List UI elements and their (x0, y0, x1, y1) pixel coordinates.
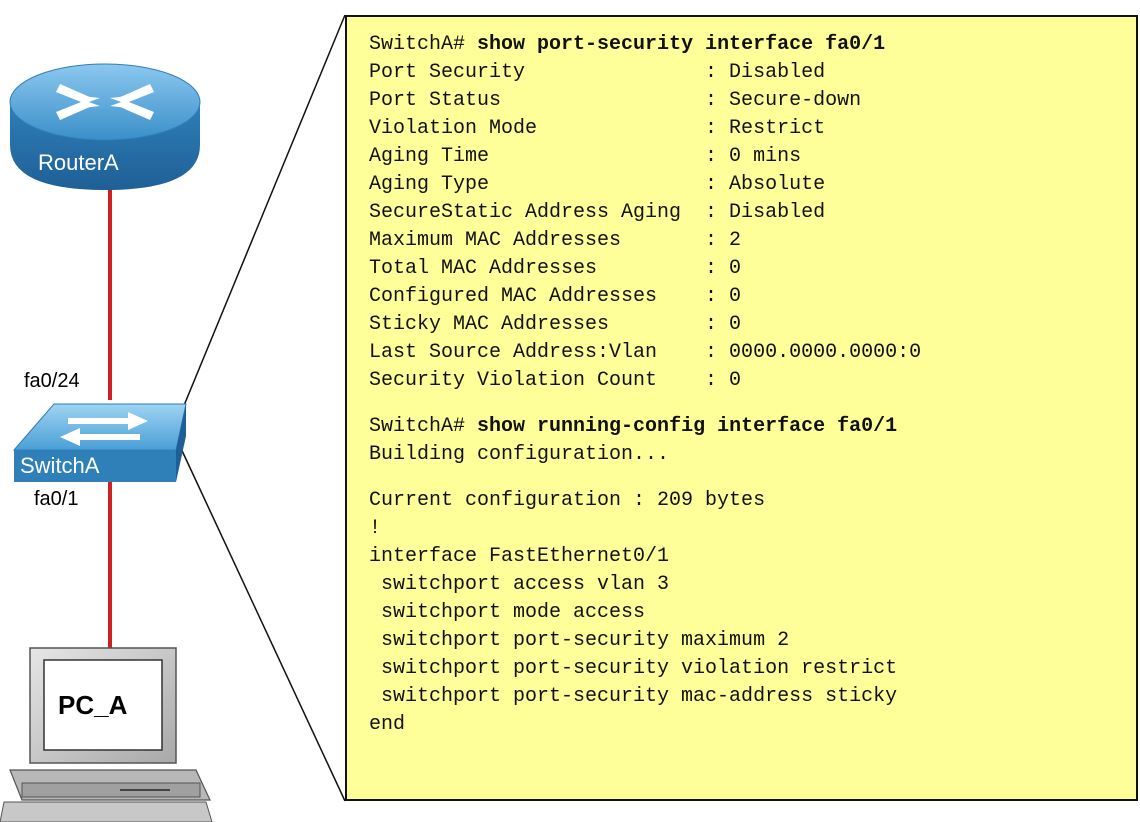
config-line: ! (369, 517, 382, 540)
port-security-output-line: Violation Mode : Restrict (369, 117, 826, 140)
port-security-output-line: Maximum MAC Addresses : 2 (369, 229, 742, 252)
current-config-line: Current configuration : 209 bytes (369, 489, 766, 512)
port-security-output-line: Security Violation Count : 0 (369, 369, 742, 392)
port-security-output-line: Total MAC Addresses : 0 (369, 257, 742, 280)
port-security-output-line: Sticky MAC Addresses : 0 (369, 313, 742, 336)
port-security-output-line: Aging Type : Absolute (369, 173, 826, 196)
switch-icon[interactable] (12, 403, 187, 482)
command-line-running-config: SwitchA# show running-config interface f… (369, 413, 1126, 441)
terminal-output-panel: SwitchA# show port-security interface fa… (345, 15, 1138, 801)
config-line: switchport access vlan 3 (369, 573, 670, 596)
config-line: switchport port-security maximum 2 (369, 629, 790, 652)
command-text: show running-config interface fa0/1 (477, 415, 898, 438)
config-line: interface FastEthernet0/1 (369, 545, 670, 568)
pc-icon[interactable] (0, 647, 213, 822)
switch-port-down-label: fa0/1 (34, 488, 79, 510)
switch-port-up-label: fa0/24 (24, 370, 80, 392)
callout-line-bottom (177, 441, 346, 802)
config-line: switchport mode access (369, 601, 646, 624)
router-icon[interactable] (9, 63, 201, 190)
callout-line-top (177, 14, 346, 421)
router-label: RouterA (38, 150, 119, 175)
terminal-text: SwitchA# show port-security interface fa… (369, 31, 1126, 739)
command-text: show port-security interface fa0/1 (477, 33, 886, 56)
pc-label: PC_A (58, 690, 128, 720)
port-security-output-line: Port Security : Disabled (369, 61, 826, 84)
config-line: switchport port-security violation restr… (369, 657, 898, 680)
port-security-output-line: Port Status : Secure-down (369, 89, 862, 112)
command-line-port-security: SwitchA# show port-security interface fa… (369, 31, 1126, 59)
prompt: SwitchA# (369, 415, 478, 438)
config-line: end (369, 713, 406, 736)
switch-label: SwitchA (20, 453, 100, 478)
port-security-output-line: Last Source Address:Vlan : 0000.0000.000… (369, 341, 922, 364)
port-security-output-line: Configured MAC Addresses : 0 (369, 285, 742, 308)
port-security-output-line: Aging Time : 0 mins (369, 145, 802, 168)
port-security-output-line: SecureStatic Address Aging : Disabled (369, 201, 826, 224)
running-config-output: ! interface FastEthernet0/1 switchport ac… (369, 515, 1126, 739)
prompt: SwitchA# (369, 33, 478, 56)
building-config-line: Building configuration... (369, 443, 670, 466)
config-line: switchport port-security mac-address sti… (369, 685, 898, 708)
